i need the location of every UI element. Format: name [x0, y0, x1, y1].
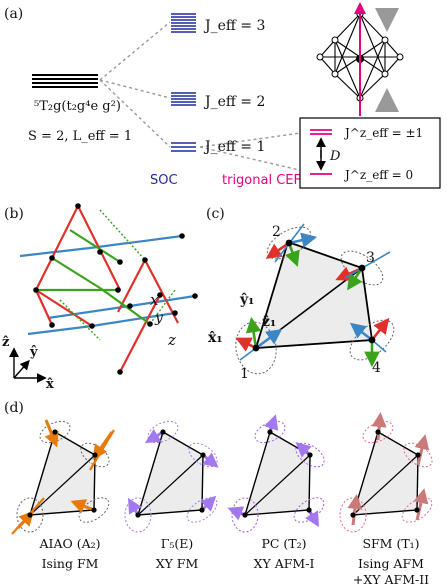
site-2-label: 2 [272, 224, 281, 240]
bond-y-label: y [154, 310, 164, 326]
gap-label: D [329, 149, 341, 164]
panel-d: (d) [4, 400, 433, 587]
config-4-name: SFM (T₁) [362, 536, 419, 551]
config-2-sub: XY FM [156, 556, 199, 571]
local-y-label: ŷ₁ [239, 291, 254, 308]
spin-label: S = 2, L_eff = 1 [28, 129, 132, 144]
level-j3 [171, 13, 196, 33]
level-j1-label: J_eff = 1 [203, 139, 265, 155]
panel-a: (a) ⁵T₂g(t₂g⁴e g²) S = 2, L_eff = 1 J_ef… [4, 2, 441, 189]
config-1-sub: Ising FM [42, 556, 99, 571]
bonds-z [19, 234, 196, 336]
degenerate-levels [32, 74, 98, 88]
split-level-upper [310, 129, 332, 135]
config-gamma5 [124, 420, 219, 533]
config-3-sub: XY AFM-I [254, 556, 315, 571]
soc-connectors [99, 21, 309, 173]
config-aiao [11, 419, 115, 535]
config-pc [227, 414, 325, 533]
panel-c-tag: (c) [206, 206, 225, 222]
panel-c: (c) [206, 206, 395, 382]
tetrahedron-sites [252, 239, 376, 352]
tetrahedron-face [254, 240, 374, 349]
cef-label: trigonal CEF [222, 173, 301, 188]
soc-label: SOC [150, 173, 178, 188]
site-3-label: 3 [366, 250, 375, 266]
config-4-sub: Ising AFM [358, 556, 424, 571]
site-1-label: 1 [240, 366, 249, 382]
config-sfm [339, 412, 433, 533]
config-2-name: Γ₅(E) [161, 536, 194, 551]
local-axes [235, 223, 391, 368]
octahedron-vertices [316, 10, 404, 102]
level-j3-label: J_eff = 3 [203, 18, 265, 34]
axes-triad [9, 347, 47, 383]
panel-b-tag: (b) [4, 206, 24, 222]
panel-b: (b) [2, 203, 198, 392]
split-upper-label: J^z_eff = ±1 [343, 126, 423, 140]
site-4-label: 4 [372, 360, 381, 376]
level-j2 [171, 92, 196, 106]
level-j2-label: J_eff = 2 [203, 94, 265, 110]
config-3-name: PC (T₂) [261, 536, 306, 551]
level-j1 [171, 142, 196, 152]
local-x-label: x̂₁ [208, 330, 222, 346]
bond-z-label: z [167, 331, 176, 349]
config-1-name: AIAO (A₂) [38, 536, 100, 551]
local-z-label: ẑ₁ [262, 314, 276, 330]
axis-z-label: ẑ [2, 335, 9, 350]
state-label: ⁵T₂g(t₂g⁴e g²) [34, 99, 121, 114]
panel-a-tag: (a) [4, 6, 23, 22]
lattice-sites [33, 203, 198, 375]
config-4-sub2: +XY AFM-II [353, 572, 429, 587]
axis-x-label: x̂ [46, 377, 54, 392]
axis-y-label: ŷ [29, 345, 38, 360]
bonds-y [36, 229, 151, 325]
split-lower-label: J^z_eff = 0 [343, 168, 413, 182]
panel-d-tag: (d) [4, 400, 24, 416]
bond-x-label: x [150, 291, 159, 309]
bonds-y-dotted [59, 209, 176, 341]
